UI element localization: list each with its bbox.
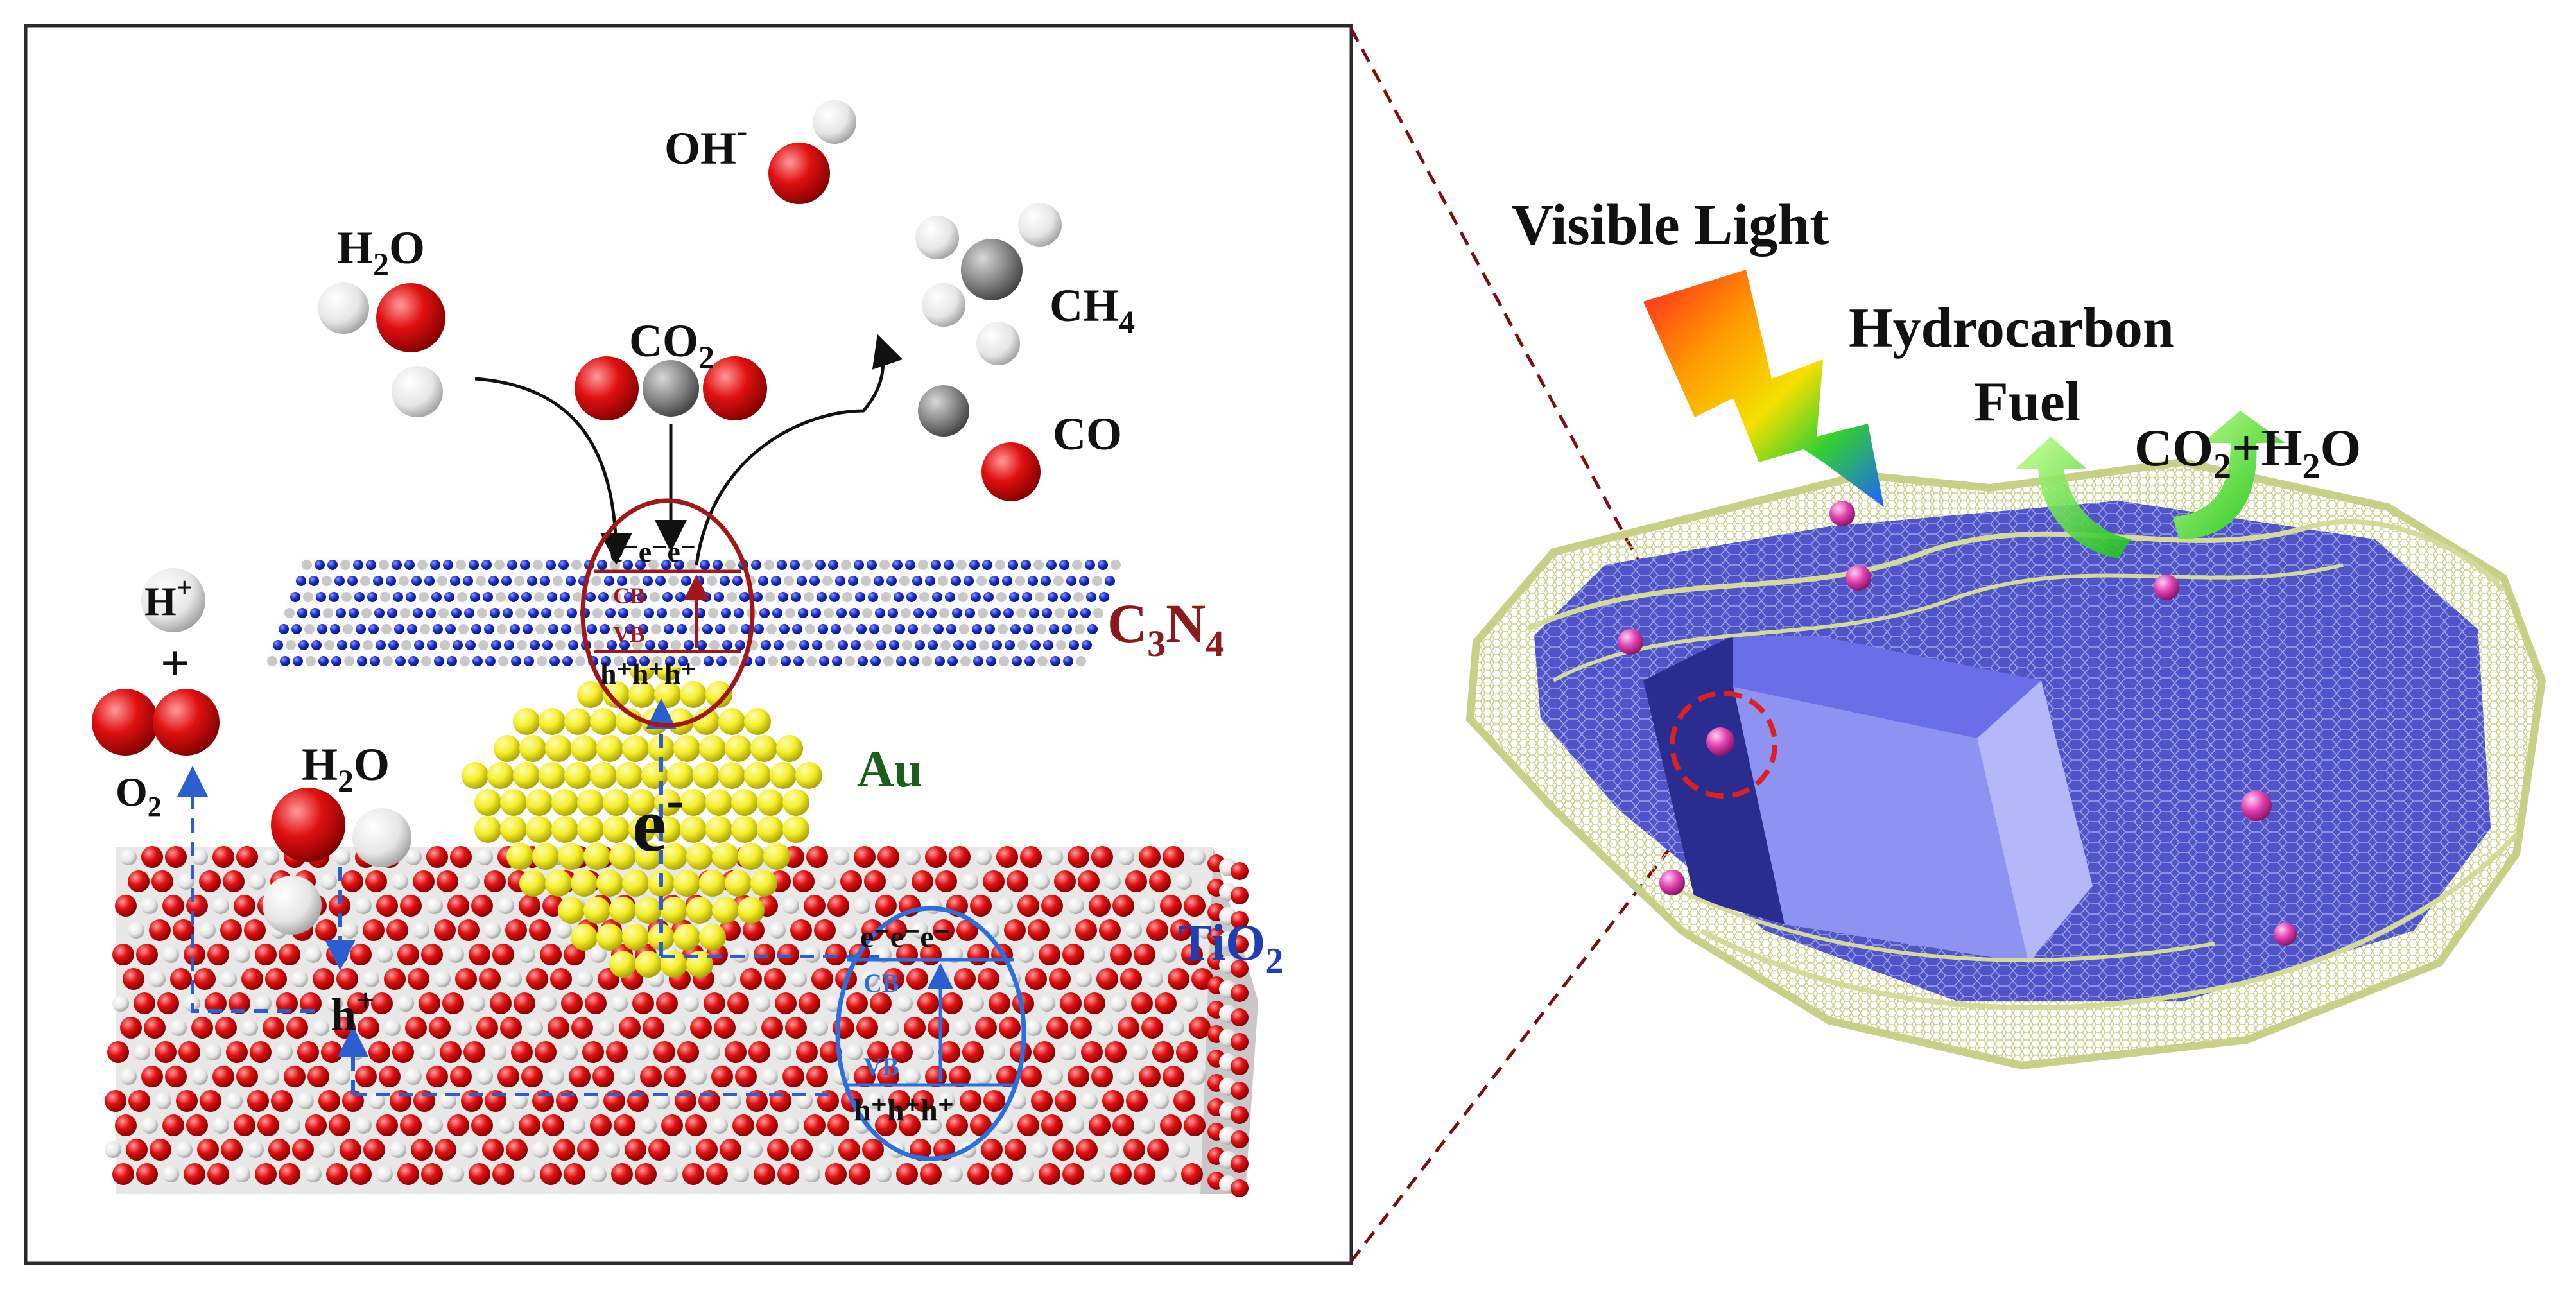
tio2-vb: VB [863,1052,899,1081]
c3n4-vb: VB [613,621,645,647]
plus-sign: + [160,636,190,692]
c3n4-sheet [263,558,1121,668]
c3n4-to-products-arrow [695,334,903,566]
c3n4-electrons: e⁻e⁻e⁻ [610,535,696,568]
tio2-slab [105,846,1258,1197]
tio2-band-diagram: e⁻e⁻e⁻ CB VB h⁺h⁺h⁺ [835,906,1026,1161]
h-plus-label: H+ [144,572,193,624]
tio2-cb: CB [863,969,899,998]
charge-transfer-paths [177,698,879,1096]
oh-label: OH- [664,113,747,174]
co2-molecule [575,356,767,420]
h2o-to-c3n4-arrow [474,377,632,565]
hole-label: h+ [331,982,375,1041]
fuel-label: Fuel [1974,371,2080,433]
hydrocarbon-label: Hydrocarbon [1849,297,2174,359]
h2o-label-top: H2O [337,222,425,282]
ch4-molecule [915,203,1062,365]
c3n4-label: C3N4 [1107,593,1224,664]
co2-label: CO2 [629,315,714,375]
tio2-electrons: e⁻e⁻e⁻ [860,920,950,954]
c3n4-band-diagram: e⁻e⁻e⁻ CB VB h⁺h⁺h⁺ [580,498,755,728]
co-label: CO [1053,408,1122,460]
visible-light-label: Visible Light [1512,193,1829,257]
au-label: Au [857,741,922,798]
tio2-holes: h⁺h⁺h⁺ [854,1093,954,1127]
composite-particle [1465,458,2546,1070]
visible-light-bolt [1643,270,1884,507]
o2-molecule [92,689,220,756]
h-plus-ion [141,568,205,632]
ch4-label: CH4 [1050,280,1135,340]
h2o-molecule-top [318,282,445,417]
c3n4-cb: CB [613,583,645,609]
au-nanoparticle [462,654,822,978]
h2o-molecule-low [263,788,411,935]
co-molecule [918,385,1041,501]
tio2-label: TiO2 [1178,915,1283,981]
o2-label: O2 [116,769,162,822]
reactants-label: CO2+H2O [2134,419,2361,487]
co2-h2o-arrow [2173,411,2285,539]
fuel-arrow [2016,437,2131,558]
electron-label: e- [632,772,684,867]
c3n4-holes: h⁺h⁺h⁺ [600,657,696,690]
h2o-label-low: H2O [302,739,390,799]
oh-molecule [768,100,856,204]
